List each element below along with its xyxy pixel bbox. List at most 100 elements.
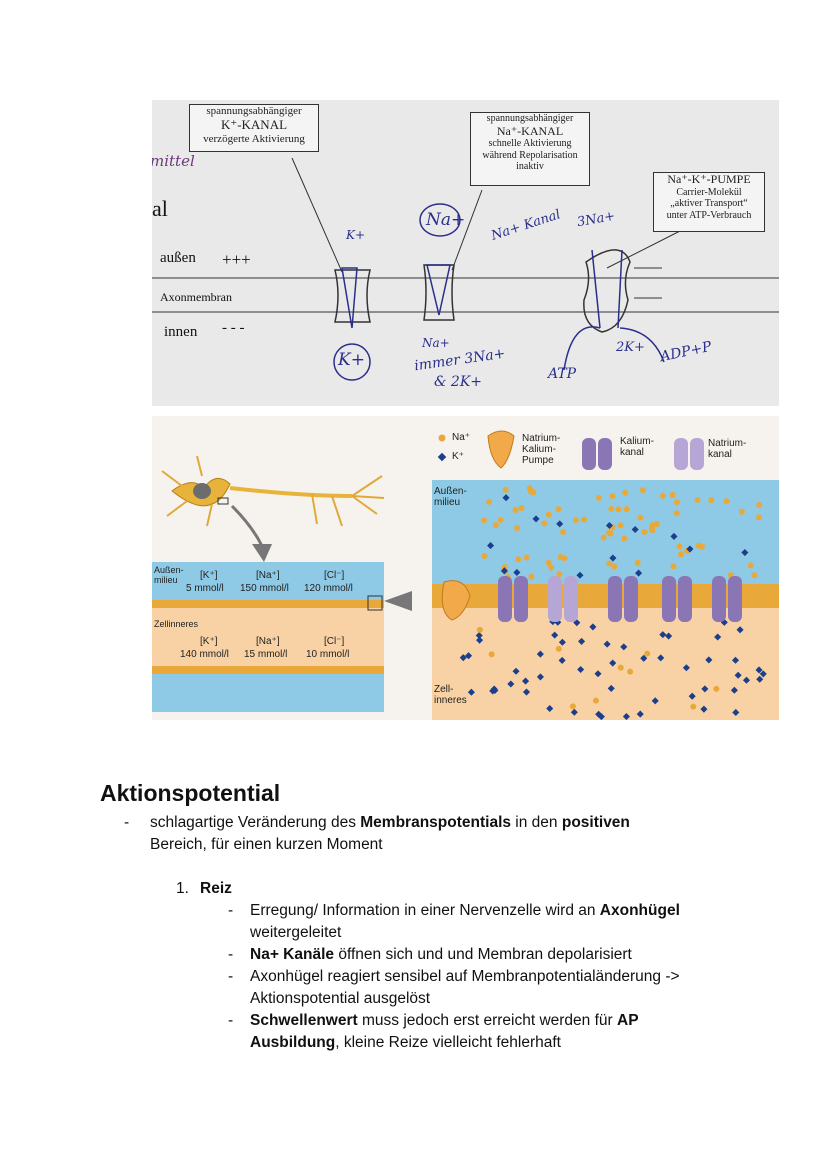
k-ion-dot	[756, 675, 764, 683]
intro-text-a: schlagartige Veränderung des	[150, 814, 361, 831]
na-ion-dot	[512, 506, 519, 513]
na-ion-dot	[695, 542, 702, 549]
channels-group	[441, 576, 742, 622]
sub-bullet-1-line1: Erregung/ Information in einer Nervenzel…	[250, 900, 680, 922]
na-channel-line5: inaktiv	[516, 161, 544, 173]
b4-text-b: muss jedoch erst erreicht werden für	[357, 1012, 617, 1029]
na-ion-dot	[481, 517, 488, 524]
b2-text-b: öffnen sich und und Membran depolarisier…	[334, 946, 632, 963]
na-ion-dot	[492, 522, 499, 529]
na-ion-dot	[497, 517, 504, 524]
k-ion-dot	[622, 713, 630, 720]
inside-sign: - - -	[222, 320, 245, 336]
na-channel-label-box: spannungsabhängiger Na⁺-KANAL schnelle A…	[470, 112, 590, 186]
na-ion-dot	[572, 517, 579, 524]
legend-k: K⁺	[452, 451, 464, 462]
pump-label-box: Na⁺-K⁺-PUMPE Carrier-Molekül „aktiver Tr…	[653, 172, 765, 232]
sub-bullet-4-line1: Schwellenwert muss jedoch erst erreicht …	[250, 1010, 639, 1032]
list-item-title: Reiz	[200, 880, 232, 897]
k-ion-dot	[459, 654, 467, 662]
membrane-sketch-drawing	[152, 157, 779, 381]
k-ion-dot	[597, 713, 605, 720]
inner-na-head: [Na⁺]	[256, 636, 280, 647]
na-ion-dot	[580, 516, 587, 523]
k-ion-dot	[701, 685, 709, 693]
outer-na-head: [Na⁺]	[256, 570, 280, 581]
legend-na: Na⁺	[452, 432, 471, 443]
membrane-sketch-photo: spannungsabhängiger K⁺-KANAL verzögerte …	[152, 100, 779, 406]
k-ion-dot	[700, 705, 708, 713]
na-ion-dot	[738, 508, 745, 515]
na-ion-dot	[637, 514, 644, 521]
na-ion-dot	[713, 685, 720, 692]
b2-text-a: Na+ Kanäle	[250, 946, 335, 963]
k-ion-dot	[603, 640, 611, 648]
na-ion-dot	[617, 664, 624, 671]
pump-line3: „aktiver Transport“	[670, 198, 748, 210]
outer-cl-value: 120 mmol/l	[304, 583, 353, 594]
k-ion-dot	[651, 697, 659, 705]
na-ion-dot	[518, 505, 525, 512]
bullet-dash: -	[124, 814, 130, 831]
sub-bullet-4-line2: Ausbildung, kleine Reize vielleicht fehl…	[250, 1032, 561, 1054]
k-ion-dot	[500, 567, 508, 575]
na-ion-dot	[528, 573, 535, 580]
sub-bullet-3-line1: Axonhügel reagiert sensibel auf Membranp…	[250, 968, 680, 985]
na-ion-dot	[641, 528, 648, 535]
hand-na-circle: Na+	[426, 210, 466, 230]
intro-line2: Bereich, für einen kurzen Moment	[150, 836, 383, 853]
k-ion-dot	[577, 665, 585, 674]
na-ion-dot	[592, 697, 599, 704]
left-outer-label: Außen- milieu	[154, 565, 184, 585]
sub-bullet-dash: -	[228, 946, 234, 963]
k-ion-dot	[670, 532, 678, 540]
na-ion-dot	[615, 506, 622, 513]
k-ion-dot	[546, 704, 554, 713]
outer-k-value: 5 mmol/l	[186, 583, 224, 594]
k-ion-dot	[551, 631, 559, 639]
na-ion-dot	[541, 520, 548, 527]
inner-label: Zell- inneres	[434, 684, 467, 706]
na-ion-dot	[756, 502, 763, 509]
na-ion-dot	[555, 645, 562, 652]
intro-text-c: in den	[511, 814, 562, 831]
na-ion-dot	[476, 626, 483, 633]
inner-k-value: 140 mmol/l	[180, 649, 229, 660]
outside-sign: +++	[222, 250, 251, 269]
left-fragment: al	[152, 196, 168, 221]
na-ion-dot	[649, 527, 656, 534]
na-ion-dot	[659, 492, 666, 499]
na-ion-dot	[515, 556, 522, 563]
na-ion-dot	[606, 529, 613, 536]
na-channel-line3: schnelle Aktivierung	[488, 138, 572, 150]
na-ion-dot	[481, 553, 488, 560]
hand-and-2k: & 2K+	[434, 374, 483, 390]
na-ion-dot	[569, 703, 576, 710]
na-ion-dot	[694, 496, 701, 503]
na-ion-dot	[486, 498, 493, 505]
k-channel-label-box: spannungsabhängiger K⁺-KANAL verzögerte …	[189, 104, 319, 152]
inner-na-value: 15 mmol/l	[244, 649, 288, 660]
b4-text-c: AP	[617, 1012, 639, 1029]
na-ion-dot	[609, 493, 616, 500]
page-title: Aktionspotential	[100, 780, 281, 806]
k-ion-dot	[475, 631, 483, 640]
k-ion-dot	[732, 708, 740, 716]
textbook-diagram-drawing	[152, 430, 779, 720]
hand-k-circle: K+	[338, 350, 365, 370]
na-ion-dot	[557, 553, 564, 560]
na-channel-line2: Na⁺-KANAL	[496, 123, 564, 138]
outside-label: außen	[160, 250, 196, 266]
k-ion-dot	[682, 664, 690, 672]
k-ion-dot	[620, 643, 628, 651]
na-ion-dot	[673, 510, 680, 517]
na-ion-dot	[555, 506, 562, 513]
intro-line1: schlagartige Veränderung des Membranspot…	[150, 812, 630, 834]
na-ion-dot	[488, 651, 495, 658]
na-ion-dot	[600, 534, 607, 541]
inner-cl-head: [Cl⁻]	[324, 636, 345, 647]
na-ion-dot	[621, 535, 628, 542]
outer-label: Außen- milieu	[434, 486, 467, 508]
outer-cl-head: [Cl⁻]	[324, 570, 345, 581]
pump-line2: Carrier-Molekül	[676, 186, 742, 198]
